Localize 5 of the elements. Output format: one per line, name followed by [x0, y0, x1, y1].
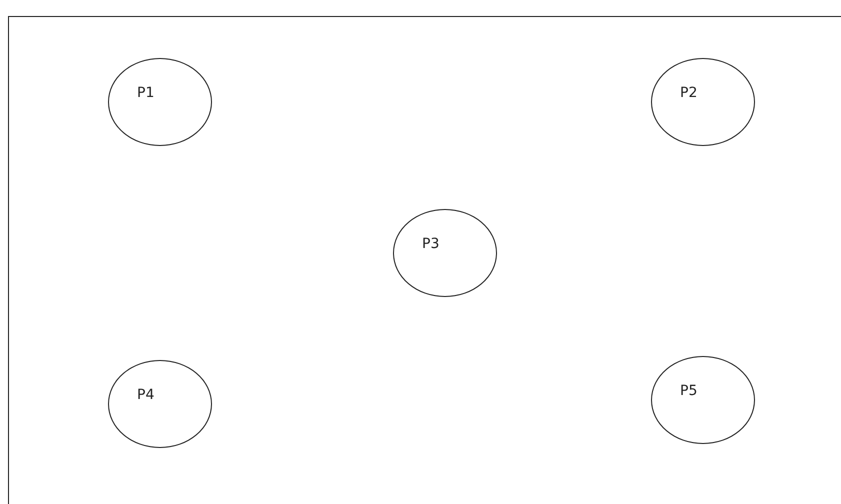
node-label: P3 [422, 236, 440, 252]
node-label: P4 [137, 387, 154, 403]
node-label: P1 [137, 85, 154, 101]
node-label: P5 [680, 383, 698, 399]
node-label: P2 [680, 85, 698, 101]
